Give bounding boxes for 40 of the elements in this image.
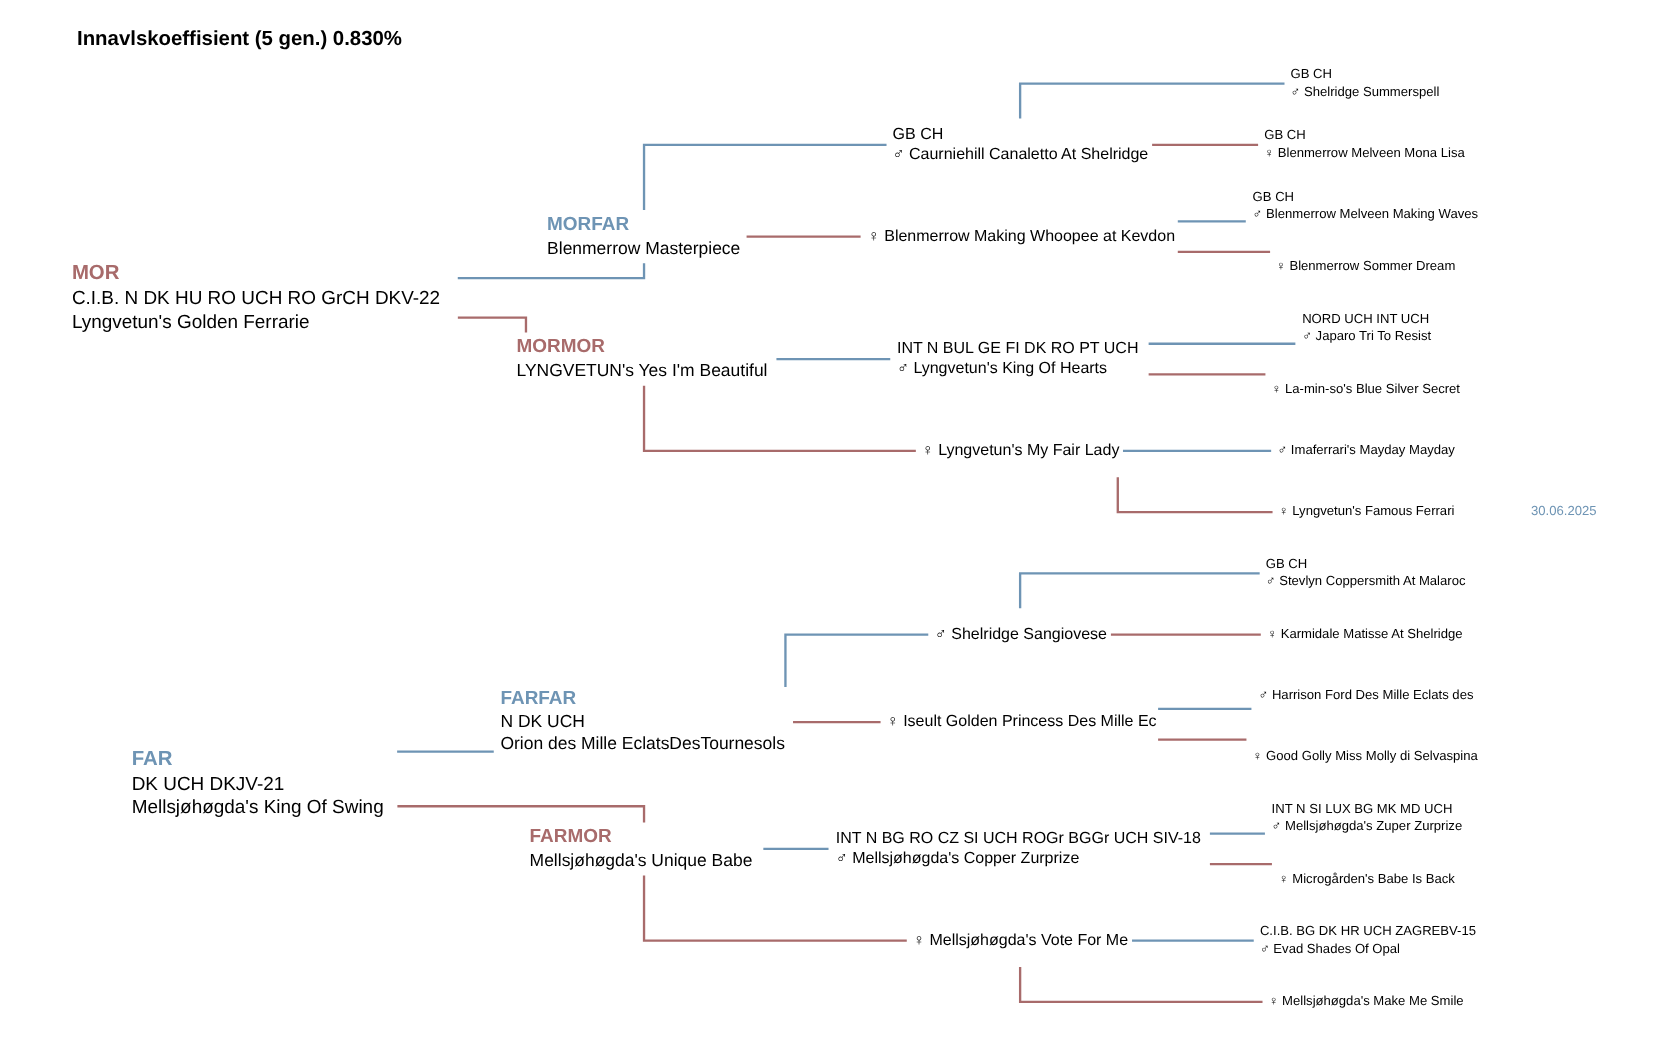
node-text: INT N BG RO CZ SI UCH ROGr BGGr UCH SIV-18 ♂ Mellsjøhøgda's Copper Zurprize <box>835 827 1201 867</box>
connector <box>1110 632 1261 635</box>
connector <box>1209 831 1265 834</box>
node-text: FARMOR Mellsjøhøgda's Unique Babe <box>529 825 753 869</box>
diagram-title: Innavlskoeffisient (5 gen.) 0.830% <box>77 27 403 50</box>
connector <box>1148 372 1266 375</box>
node-text: MOR C.I.B. N DK HU RO UCH RO GrCH DKV-22 Lyngvetun's Golden Ferrarie <box>71 262 441 333</box>
node-text: INT N BUL GE FI DK RO PT UCH ♂ Lyngvetun's King Of Hearts <box>896 337 1139 377</box>
connector <box>1209 862 1272 865</box>
connector <box>1018 966 1263 1003</box>
node-text: FARFAR N DK UCH Orion des Mille EclatsDesTournesols <box>500 686 785 753</box>
node-text: MORFAR Blenmerrow Masterpiece <box>547 212 741 257</box>
connector <box>1116 476 1273 513</box>
node-text: ♀ Blenmerrow Making Whoopee at Kevdon <box>867 225 1176 244</box>
connector <box>642 384 916 452</box>
connector <box>1177 249 1271 253</box>
connector <box>1018 571 1260 608</box>
connector <box>776 356 891 360</box>
connector <box>763 846 829 850</box>
node-text: ♀ Iseult Golden Princess Des Mille Ec <box>886 711 1157 730</box>
connector <box>1132 938 1254 941</box>
connector <box>1018 81 1285 118</box>
connector <box>642 874 907 941</box>
connector <box>1123 448 1272 452</box>
connector <box>1177 219 1246 222</box>
node-text: FAR DK UCH DKJV-21 Mellsjøhøgda's King Of Swing <box>131 747 384 819</box>
connector <box>642 142 887 210</box>
node-text: MORMOR LYNGVETUN's Yes I'm Beautiful <box>516 335 768 380</box>
node-text: ♂ Shelridge Sangiovese <box>934 623 1107 642</box>
node-text: ♀ Lyngvetun's My Fair Lady <box>921 440 1120 459</box>
connector <box>1158 706 1252 710</box>
connector <box>1158 737 1247 740</box>
node-text: GB CH ♂ Caurniehill Canaletto At Shelridge <box>892 123 1149 163</box>
connector <box>397 749 494 752</box>
connector <box>1152 142 1259 145</box>
node-text: ♀ Mellsjøhøgda's Vote For Me <box>912 929 1129 948</box>
connector <box>746 234 861 237</box>
connector <box>793 719 881 723</box>
connector <box>1148 341 1296 344</box>
connector <box>784 632 929 686</box>
